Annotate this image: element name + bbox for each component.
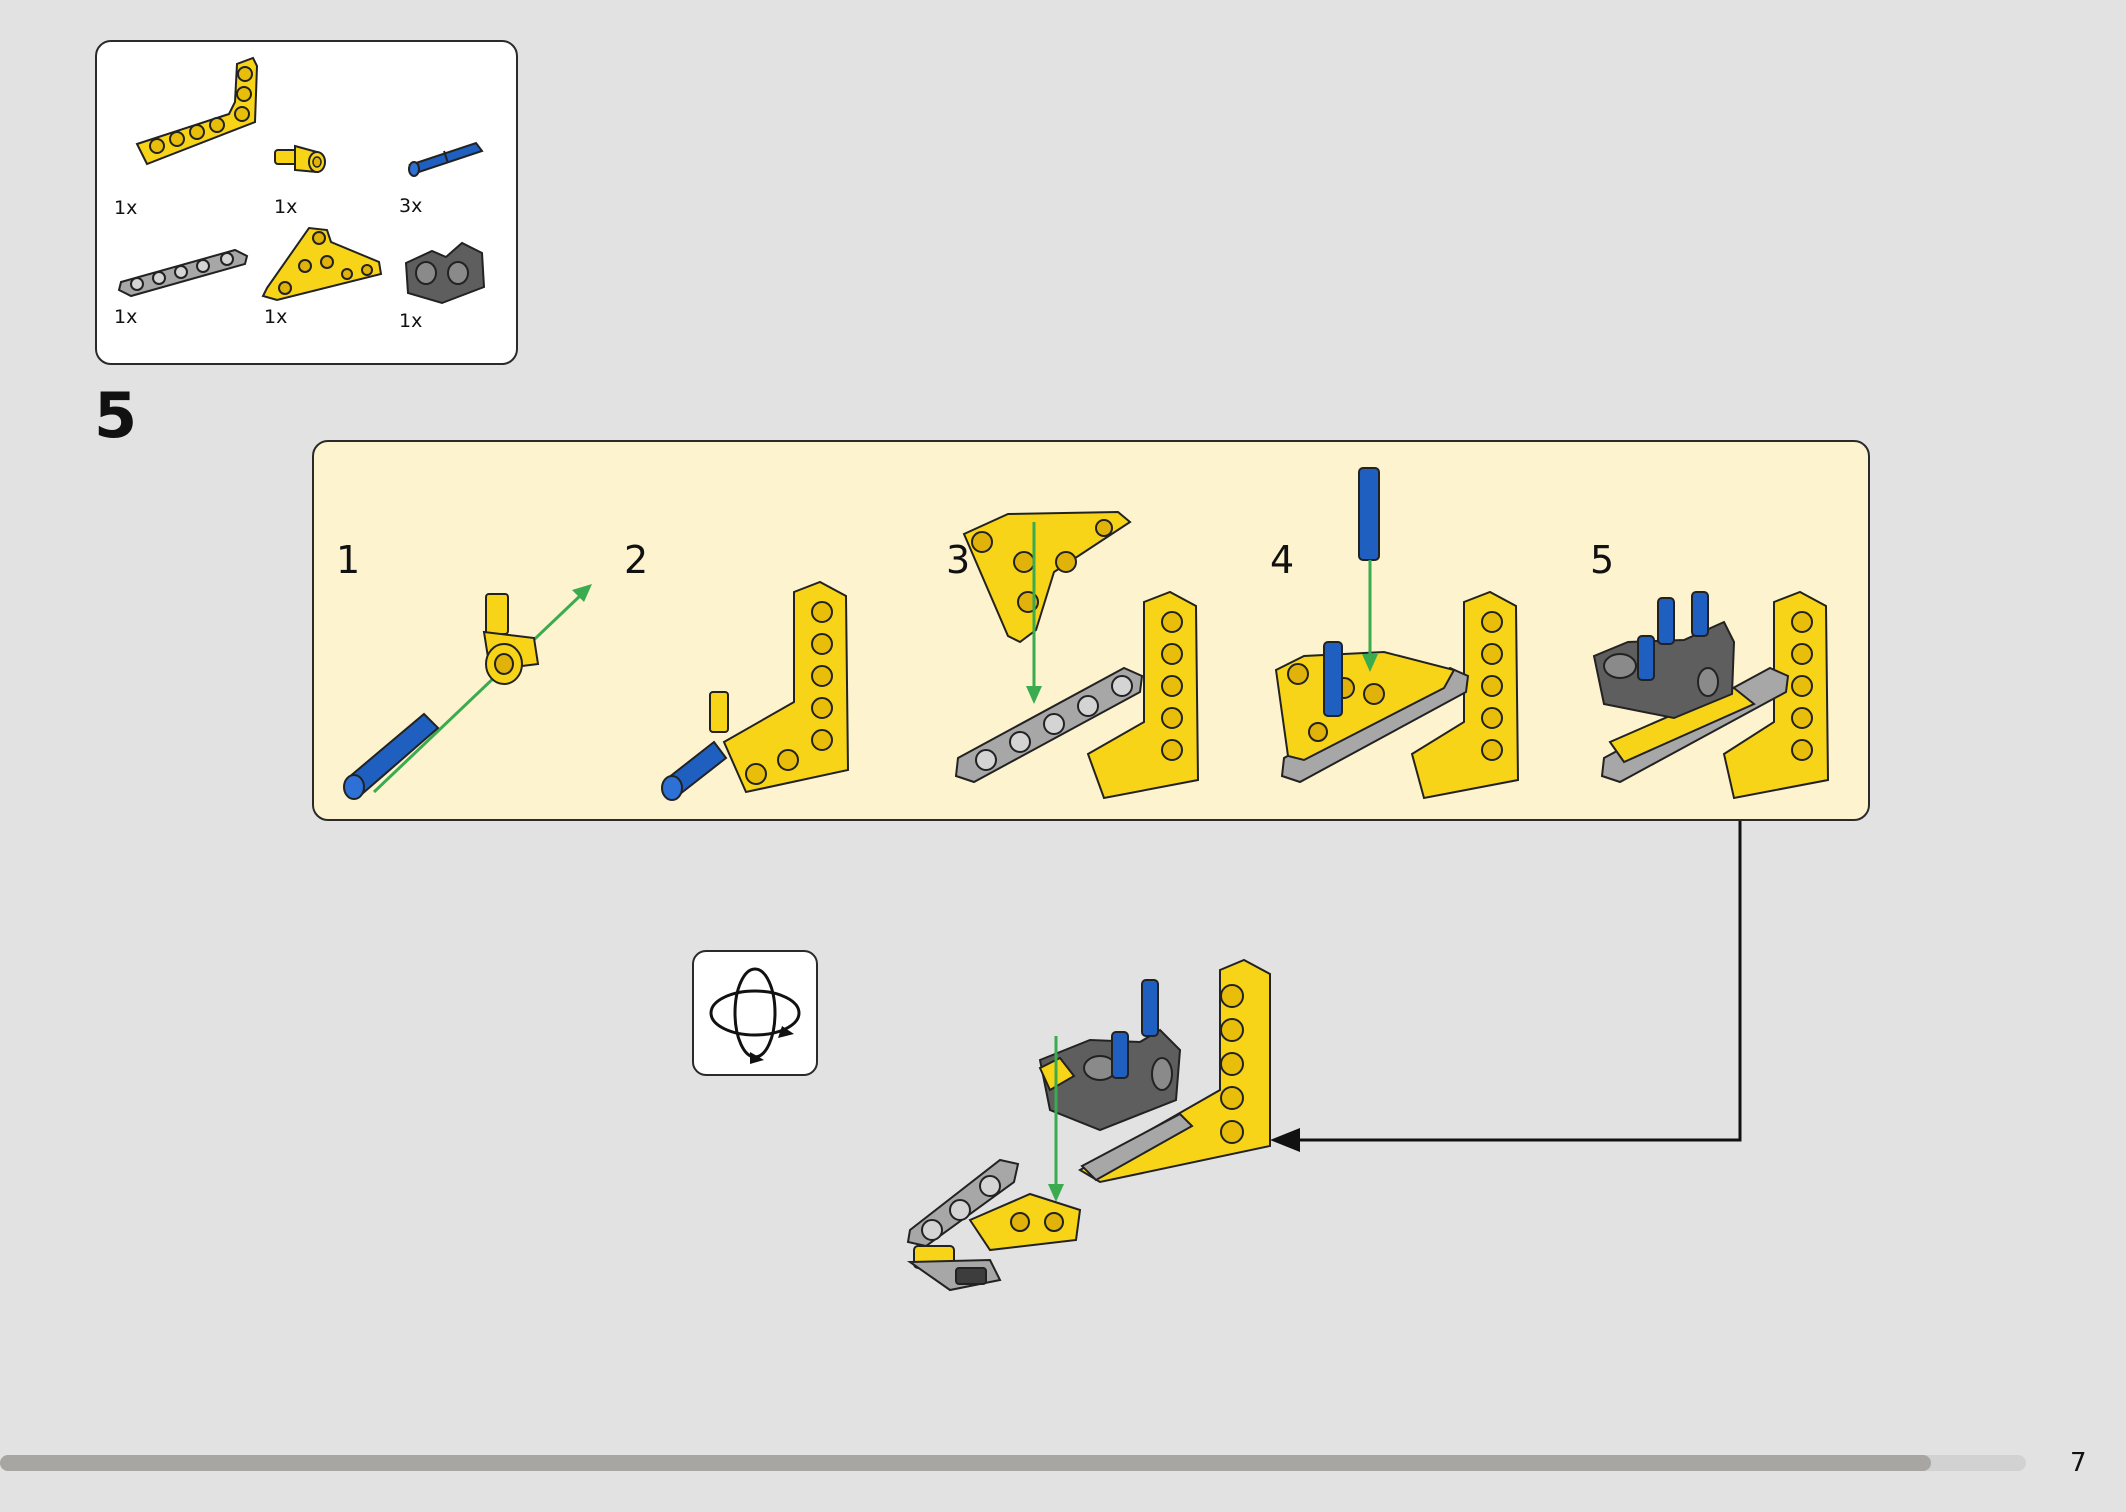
part-qty: 1x [399,310,423,332]
substep-4-illustration [1274,467,1520,800]
substep: 1 [314,442,614,823]
part-qty: 1x [264,306,288,328]
substep: 2 [614,442,934,823]
substep-number: 2 [624,538,649,582]
substep-number: 4 [1270,538,1295,582]
part-item: 3x [399,127,542,257]
part-item: 1x [257,222,397,352]
substep-2-illustration [661,580,850,801]
parts-list-box: 1x 1x 3x 1x [95,40,518,365]
substeps-panel: 1 2 3 [312,440,1870,821]
page-number: 7 [2070,1448,2087,1478]
rotate-model-box [692,950,818,1076]
dark-gray-connector-block-icon [404,241,486,305]
substep-number: 5 [1590,538,1615,582]
part-item: 1x [399,237,542,367]
rotate-model-icon [709,967,801,1064]
part-qty: 1x [274,196,298,218]
substep: 4 [1264,442,1584,823]
substep-1-illustration [343,584,592,800]
part-item: 1x [114,52,277,219]
part-item: 1x [114,242,257,372]
substep-number: 3 [946,538,971,582]
part-qty: 1x [114,197,138,219]
progress-bar [0,1455,2026,1471]
part-qty: 3x [399,195,423,217]
part-qty: 1x [114,306,138,328]
part-item: 1x [267,132,407,262]
yellow-triangle-plate-icon [261,226,383,302]
yellow-l-beam-icon [135,56,259,166]
substep: 5 [1584,442,1872,823]
progress-fill [0,1455,1931,1471]
gray-beam-icon [117,248,249,298]
final-model-illustration [906,958,1271,1292]
substep-3-illustration [954,510,1200,800]
substep-number: 1 [336,538,361,582]
yellow-axle-connector-icon [274,144,326,174]
substep-5-illustration [1592,590,1830,800]
blue-pin-icon [408,141,484,177]
step-number: 5 [94,379,138,452]
substep: 3 [934,442,1264,823]
